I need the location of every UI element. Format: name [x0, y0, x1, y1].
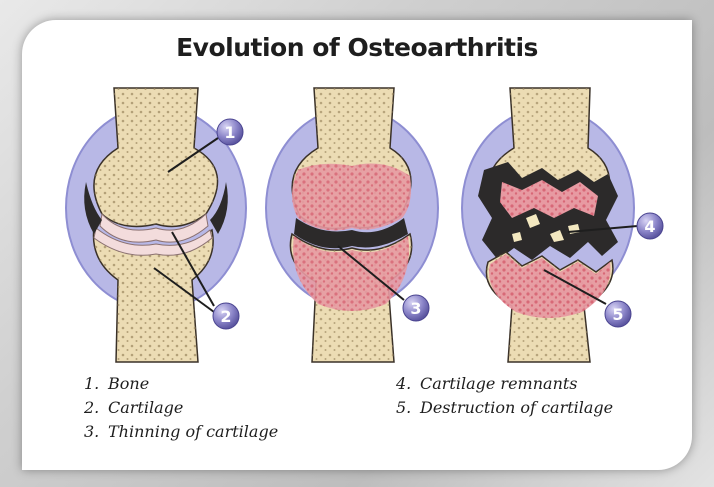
legend-left: 1.Bone 2.Cartilage 3.Thinning of cartila…	[84, 372, 278, 444]
legend-item: 4.Cartilage remnants	[396, 372, 613, 396]
legend-item: 2.Cartilage	[84, 396, 278, 420]
legend-item: 5.Destruction of cartilage	[396, 396, 613, 420]
marker-1: 1	[217, 119, 243, 145]
legend-item: 3.Thinning of cartilage	[84, 420, 278, 444]
marker-5-label: 5	[612, 305, 623, 324]
marker-2-label: 2	[220, 307, 231, 326]
diagram-card: Evolution of Osteoarthritis	[22, 20, 692, 470]
marker-3: 3	[403, 295, 429, 321]
marker-4-label: 4	[644, 217, 655, 236]
marker-1-label: 1	[224, 123, 235, 142]
marker-2: 2	[213, 303, 239, 329]
marker-4: 4	[637, 213, 663, 239]
marker-5: 5	[605, 301, 631, 327]
marker-3-label: 3	[410, 299, 421, 318]
legend-item: 1.Bone	[84, 372, 278, 396]
legend-right: 4.Cartilage remnants 5.Destruction of ca…	[396, 372, 613, 420]
